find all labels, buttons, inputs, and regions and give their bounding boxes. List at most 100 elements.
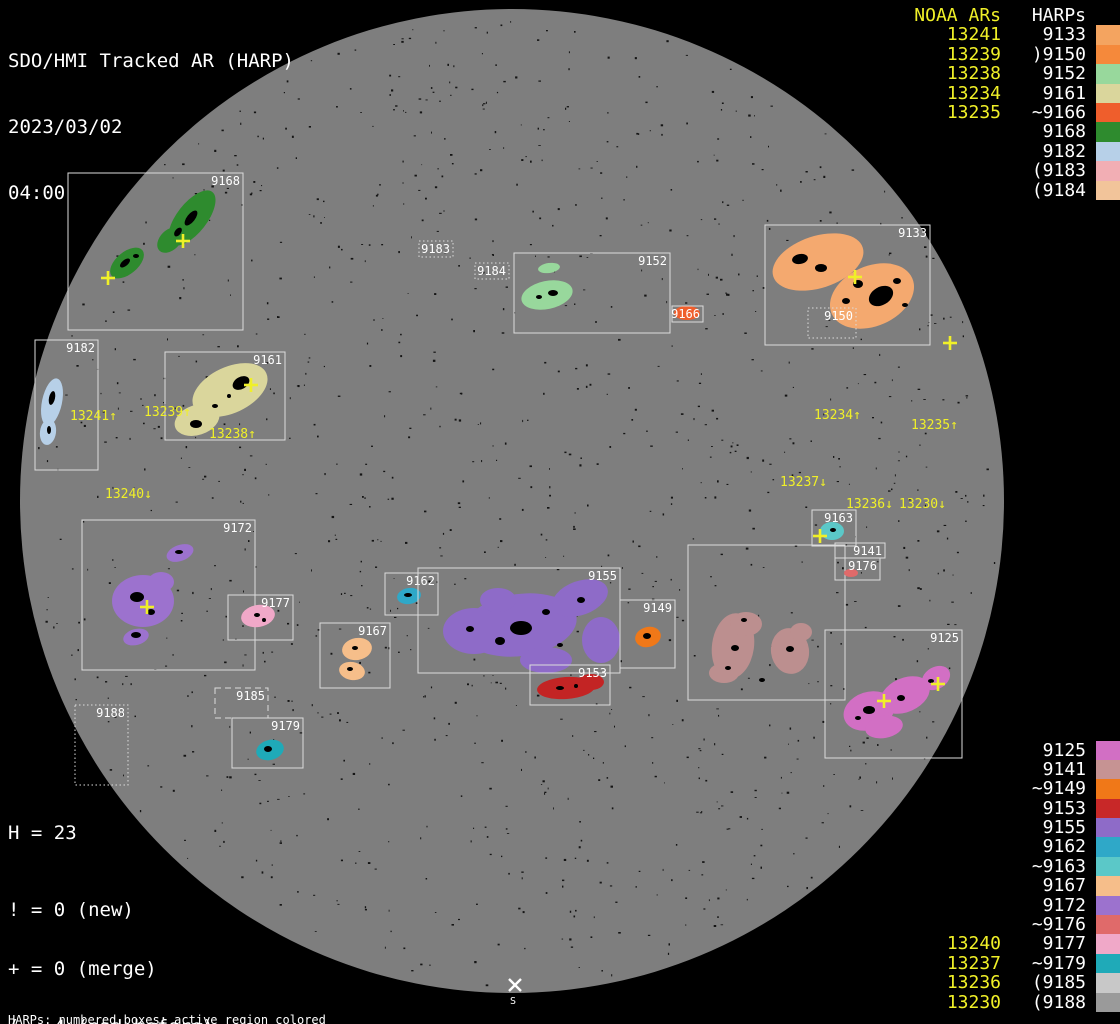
harp-box-9125 — [824, 629, 963, 759]
harp-number: (9188 — [1031, 991, 1086, 1013]
harp-number: 9177 — [1042, 933, 1086, 955]
sunspot — [574, 684, 578, 688]
harp-color-swatch — [1096, 953, 1120, 974]
active-region-blob — [772, 233, 864, 291]
sunspot — [130, 592, 144, 602]
harp-number: 9167 — [1042, 875, 1086, 897]
harp-region-9185: 9185 — [214, 687, 269, 719]
harp-region-9152: 9152 — [513, 252, 671, 334]
active-region-blob — [674, 306, 700, 320]
sunspot — [264, 746, 272, 752]
south-pole-marker: S — [508, 978, 522, 1007]
sunspot — [842, 298, 850, 304]
noaa-ar-number: 13237 — [946, 952, 1001, 974]
harp-box-9166 — [671, 305, 704, 323]
noaa-ars-header: NOAA ARs — [914, 5, 1001, 26]
active-region-blob — [174, 404, 220, 436]
sunspot — [815, 264, 827, 272]
sunspot — [855, 716, 861, 720]
footer-notes: HARPs: numbered boxes; active region col… — [8, 988, 427, 1024]
harp-box-9177 — [227, 594, 294, 641]
harp-box-9162 — [384, 572, 439, 616]
sunspot — [174, 227, 182, 237]
harp-color-swatch — [1096, 934, 1120, 954]
noaa-disk-label: 13234↑ — [814, 408, 861, 423]
harp-box-9167 — [319, 622, 391, 689]
harp-region-9163: 9163 — [811, 509, 857, 547]
noaa-ar-number — [901, 837, 1001, 856]
legend-header-spacer — [1096, 6, 1120, 25]
sunspot — [725, 666, 731, 670]
sunspot — [352, 646, 358, 650]
harp-color-swatch — [1096, 102, 1120, 123]
sunspot — [928, 679, 934, 683]
symbol-stats: ! = 0 (new) + = 0 (merge) ( = 4 (pad bef… — [8, 862, 225, 1024]
harp-label-9183: 9183 — [421, 242, 450, 256]
harp-number: ~9176 — [1031, 914, 1086, 936]
sunspot — [495, 637, 505, 645]
harp-label-9176: 9176 — [848, 559, 877, 573]
noaa-ar-number: 13234 — [946, 82, 1001, 104]
harp-label-9149: 9149 — [643, 601, 672, 615]
noaa-cross — [176, 234, 190, 248]
harp-region-9162: 9162 — [384, 572, 439, 616]
noaa-disk-label: 13235↑ — [911, 418, 958, 433]
sunspot — [548, 290, 558, 296]
harp-label-9182: 9182 — [66, 341, 95, 355]
harp-number: ~9163 — [1031, 855, 1086, 877]
sunspot — [557, 643, 563, 647]
harp-number: 9152 — [1042, 63, 1086, 85]
sunspot — [786, 646, 794, 652]
harp-number: )9150 — [1031, 43, 1086, 65]
active-region-blob — [730, 612, 762, 636]
sunspot — [262, 618, 266, 622]
noaa-ar-number — [901, 142, 1001, 161]
harp-box-9153 — [529, 664, 611, 706]
active-region-blob — [880, 676, 930, 714]
date-label: 2023/03/02 — [8, 116, 123, 138]
harp-label-9141: 9141 — [853, 544, 882, 558]
noaa-cross — [101, 271, 115, 285]
stat-pad-before: ( = 4 (pad before) — [8, 1017, 225, 1024]
noaa-ar-number — [901, 915, 1001, 934]
noaa-cross — [877, 694, 891, 708]
harp-region-9168: 9168 — [67, 172, 244, 331]
harp-box-9182 — [34, 339, 99, 471]
harp-box-9141 — [687, 544, 846, 701]
time-label: 04:00 — [8, 182, 66, 204]
harp-number: 9182 — [1042, 140, 1086, 162]
stat-new: ! = 0 (new) — [8, 899, 134, 921]
harp-label-9155: 9155 — [588, 569, 617, 583]
active-region-blob — [709, 663, 739, 683]
harp-number: ~9179 — [1031, 952, 1086, 974]
noaa-disk-label: 13237↓ — [780, 475, 827, 490]
sunspot — [48, 391, 56, 405]
noaa-disk-label: 13230↓ — [899, 497, 946, 512]
harp-color-swatch — [1096, 141, 1120, 162]
sunspot — [147, 609, 155, 615]
harp-region-9176: 9176 — [834, 557, 881, 581]
harp-region-9133: 9133 — [764, 224, 931, 346]
harp-region-9155: 9155 — [417, 567, 621, 674]
sunspot — [643, 633, 651, 639]
harp-region-9183: 9183 — [418, 240, 454, 258]
sunspot — [347, 667, 353, 671]
noaa-ar-number — [901, 799, 1001, 818]
harp-color-swatch — [1096, 856, 1120, 877]
harp-region-9188: 9188 — [74, 704, 129, 786]
stat-merge: + = 0 (merge) — [8, 957, 157, 980]
harp-label-9163: 9163 — [824, 511, 853, 525]
noaa-ar-number — [901, 857, 1001, 876]
harp-color-swatch — [1096, 837, 1120, 857]
harp-label-9184: 9184 — [477, 264, 506, 278]
harp-number: 9168 — [1042, 121, 1086, 143]
noaa-ar-number: 13230 — [946, 991, 1001, 1013]
harp-box-9179 — [231, 717, 304, 769]
harp-number: (9184 — [1031, 179, 1086, 201]
active-region-blob — [578, 674, 604, 690]
harp-color-swatch — [1096, 779, 1120, 799]
harp-label-9167: 9167 — [358, 624, 387, 638]
sunspot — [902, 303, 908, 307]
